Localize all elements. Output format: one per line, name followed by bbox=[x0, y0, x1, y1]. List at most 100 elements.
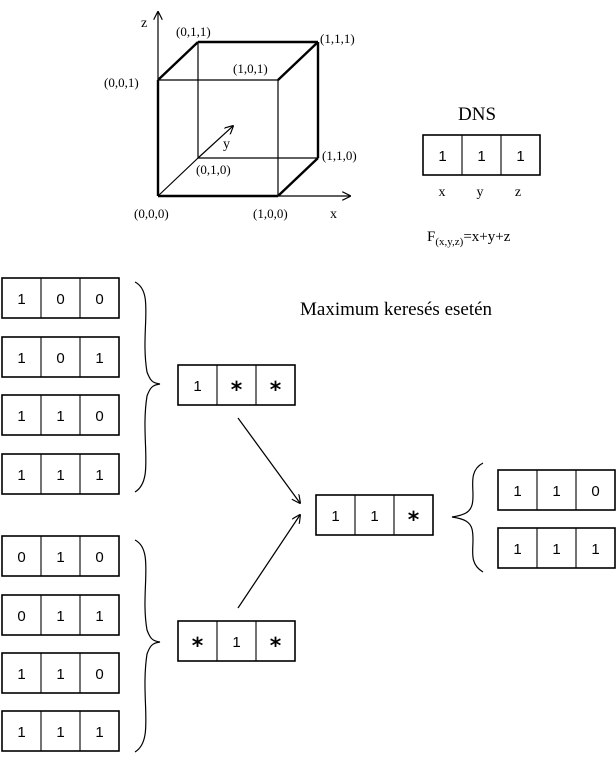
vertex-011-label: (0,1,1) bbox=[176, 24, 211, 39]
left-a-box-3-frame bbox=[1, 394, 120, 436]
box-cell: 0 bbox=[95, 291, 103, 308]
x-axis-label: x bbox=[330, 207, 337, 222]
left-b-box-4: 1 1 1 bbox=[1, 710, 120, 752]
box-cell: * bbox=[270, 378, 282, 403]
dns-block: DNS 1 1 1 x y z F(x,y,z)=x+y+z bbox=[422, 104, 541, 248]
vertex-000-label: (0,0,0) bbox=[134, 206, 169, 221]
box-cell: 1 bbox=[513, 483, 521, 500]
dns-cell-y: 1 bbox=[477, 148, 485, 165]
vertex-100-label: (1,0,0) bbox=[253, 206, 288, 221]
unit-cube: z x y (0,1,1) (1,1,1) (1,0,1) (0,0,1) (1… bbox=[104, 12, 357, 222]
box-cell: 1 bbox=[17, 350, 25, 367]
box-cell: 1 bbox=[193, 378, 201, 395]
left-a-box-4: 1 1 1 bbox=[1, 453, 120, 495]
box-cell: 0 bbox=[17, 549, 25, 566]
box-cell: 1 bbox=[552, 541, 560, 558]
y-axis bbox=[197, 126, 233, 159]
left-a-box-3: 1 1 0 bbox=[1, 394, 120, 436]
left-a-box-4-frame bbox=[1, 453, 120, 495]
box-cell: 1 bbox=[56, 724, 64, 741]
box-cell: 1 bbox=[17, 291, 25, 308]
box-cell: 1 bbox=[56, 467, 64, 484]
pattern-a-box-frame bbox=[177, 364, 296, 406]
left-b-box-3-frame bbox=[1, 652, 120, 694]
dns-box bbox=[422, 134, 541, 176]
box-cell: 1 bbox=[17, 467, 25, 484]
cube-edge-diag-origin bbox=[157, 157, 199, 197]
cube-edge-bottom-right bbox=[277, 157, 319, 197]
box-cell: 1 bbox=[370, 508, 378, 525]
box-cell: 1 bbox=[232, 634, 240, 651]
dns-var-z: z bbox=[515, 185, 521, 200]
box-cell: 1 bbox=[56, 666, 64, 683]
heading: Maximum keresés esetén bbox=[300, 299, 493, 320]
box-cell: 1 bbox=[591, 541, 599, 558]
left-b-box-2-frame bbox=[1, 594, 120, 636]
arrow-pattern-b-to-result bbox=[237, 515, 300, 609]
formula-rest: =x+y+z bbox=[463, 229, 510, 245]
box-cell: 1 bbox=[95, 608, 103, 625]
cube-edge-top-left bbox=[157, 41, 199, 81]
left-b-box-1-frame bbox=[1, 535, 120, 577]
box-cell: 1 bbox=[331, 508, 339, 525]
left-a-box-1-frame bbox=[1, 277, 120, 319]
box-cell: 0 bbox=[591, 483, 599, 500]
vertex-110-label: (1,1,0) bbox=[322, 148, 357, 163]
pattern-b-box-frame bbox=[177, 620, 296, 662]
left-a-box-1: 1 0 0 bbox=[1, 277, 120, 319]
z-axis-label: z bbox=[141, 16, 147, 31]
box-cell: 0 bbox=[56, 350, 64, 367]
result-box-1-frame bbox=[497, 469, 616, 511]
box-cell: 1 bbox=[95, 350, 103, 367]
box-cell: 1 bbox=[17, 666, 25, 683]
box-cell: 0 bbox=[95, 408, 103, 425]
result-box-2: 1 1 1 bbox=[497, 527, 616, 569]
brace-left-group-b bbox=[134, 539, 161, 753]
box-cell: 1 bbox=[17, 408, 25, 425]
formula-sub: (x,y,z) bbox=[435, 236, 463, 248]
pattern-result-box-frame bbox=[315, 494, 434, 536]
cube-edge-top-right bbox=[277, 41, 319, 81]
left-b-box-4-frame bbox=[1, 710, 120, 752]
box-cell: 1 bbox=[95, 467, 103, 484]
left-a-box-2: 1 0 1 bbox=[1, 336, 120, 378]
box-cell: 0 bbox=[17, 608, 25, 625]
vertex-101-label: (1,0,1) bbox=[233, 61, 268, 76]
dns-var-x: x bbox=[439, 185, 446, 200]
box-cell: 1 bbox=[56, 408, 64, 425]
left-b-box-2: 0 1 1 bbox=[1, 594, 120, 636]
vertex-001-label: (0,0,1) bbox=[104, 75, 139, 90]
dns-var-y: y bbox=[477, 185, 484, 200]
box-cell: 1 bbox=[95, 724, 103, 741]
y-axis-label: y bbox=[223, 137, 230, 152]
dns-cell-x: 1 bbox=[438, 148, 446, 165]
box-cell: 1 bbox=[552, 483, 560, 500]
left-b-box-3: 1 1 0 bbox=[1, 652, 120, 694]
left-b-box-1: 0 1 0 bbox=[1, 535, 120, 577]
box-cell: 1 bbox=[17, 724, 25, 741]
brace-left-group-a bbox=[134, 281, 161, 493]
box-cell: 1 bbox=[513, 541, 521, 558]
box-cell: * bbox=[270, 634, 282, 659]
arrow-pattern-a-to-result bbox=[237, 417, 300, 503]
dns-formula: F(x,y,z)=x+y+z bbox=[427, 229, 511, 248]
vertex-010-label: (0,1,0) bbox=[196, 162, 231, 177]
box-cell: 0 bbox=[95, 666, 103, 683]
pattern-b-box: * 1 * bbox=[177, 620, 296, 662]
box-cell: 1 bbox=[56, 608, 64, 625]
dns-cell-z: 1 bbox=[516, 148, 524, 165]
pattern-a-box: 1 * * bbox=[177, 364, 296, 406]
result-box-1: 1 1 0 bbox=[497, 469, 616, 511]
formula-main: F bbox=[427, 229, 435, 245]
box-cell: 0 bbox=[95, 549, 103, 566]
box-cell: * bbox=[192, 634, 204, 659]
brace-result-group bbox=[451, 462, 484, 573]
box-cell: * bbox=[231, 378, 243, 403]
box-cell: 0 bbox=[56, 291, 64, 308]
left-a-box-2-frame bbox=[1, 336, 120, 378]
box-cell: 1 bbox=[56, 549, 64, 566]
braces bbox=[134, 281, 484, 753]
